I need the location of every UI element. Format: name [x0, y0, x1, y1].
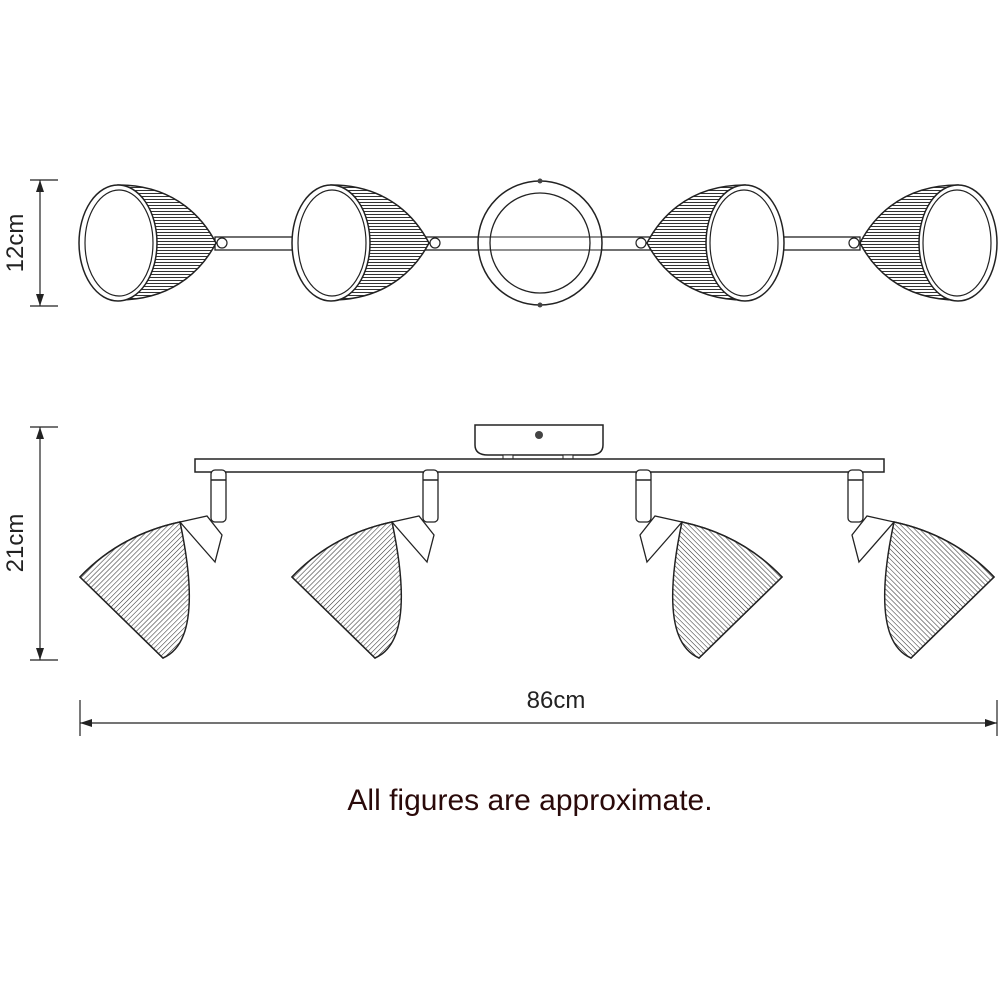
top-view-shade-2 [291, 184, 441, 302]
side-view-shade-2 [291, 469, 439, 659]
side-view-bar [194, 458, 885, 473]
side-view-shade-4 [847, 469, 995, 659]
side-view [79, 424, 995, 659]
height-dimension [30, 426, 58, 661]
ceiling-plate [474, 424, 604, 456]
ceiling-plate-outer [477, 180, 603, 306]
depth-dimension [30, 179, 58, 307]
top-view-shade-4 [848, 184, 998, 302]
top-view-shade-1 [78, 184, 228, 302]
top-view-shade-3 [635, 184, 785, 302]
side-view-shade-1 [79, 469, 227, 659]
side-view-shade-3 [635, 469, 783, 659]
ceiling-plate-inner [489, 192, 591, 294]
height-label: 21cm [2, 514, 29, 573]
width-label: 86cm [527, 687, 586, 714]
disclaimer-caption: All figures are approximate. [347, 784, 713, 817]
top-view [78, 178, 998, 308]
width-dimension [79, 700, 998, 736]
depth-label: 12cm [2, 214, 29, 273]
